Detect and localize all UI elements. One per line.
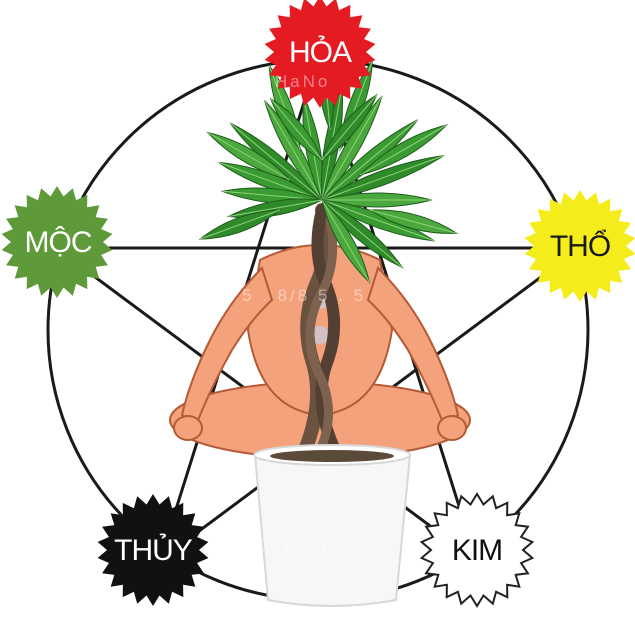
starburst-metal-icon — [419, 492, 535, 608]
white-pot — [253, 444, 412, 607]
leaf-vein — [321, 199, 403, 268]
leaf-vein — [321, 95, 383, 201]
leaf-vein — [228, 199, 323, 217]
starburst-fire-icon — [264, 0, 376, 108]
leaf-vein — [321, 155, 445, 201]
figure-right-hand — [437, 415, 467, 441]
leaf-vein — [199, 209, 281, 240]
leaf-vein — [369, 209, 458, 234]
leaf-vein — [207, 132, 291, 181]
leaf-vein — [321, 119, 419, 201]
leaf-vein — [359, 124, 447, 176]
leaf-vein — [321, 199, 370, 283]
chakra-point — [311, 326, 329, 344]
starburst-wood-icon — [1, 186, 113, 298]
leaf-vein — [270, 98, 323, 161]
braided-trunk — [298, 203, 341, 457]
leaf-vein — [321, 94, 377, 161]
starburst-earth-icon — [524, 190, 635, 302]
leaf-vein — [321, 199, 435, 242]
leaf-vein — [218, 161, 323, 201]
leaf-vein — [264, 100, 323, 201]
plant-foliage — [198, 43, 459, 284]
figure-left-hand — [173, 415, 203, 441]
starburst-water-icon — [97, 494, 209, 606]
leaf-vein — [229, 122, 323, 201]
